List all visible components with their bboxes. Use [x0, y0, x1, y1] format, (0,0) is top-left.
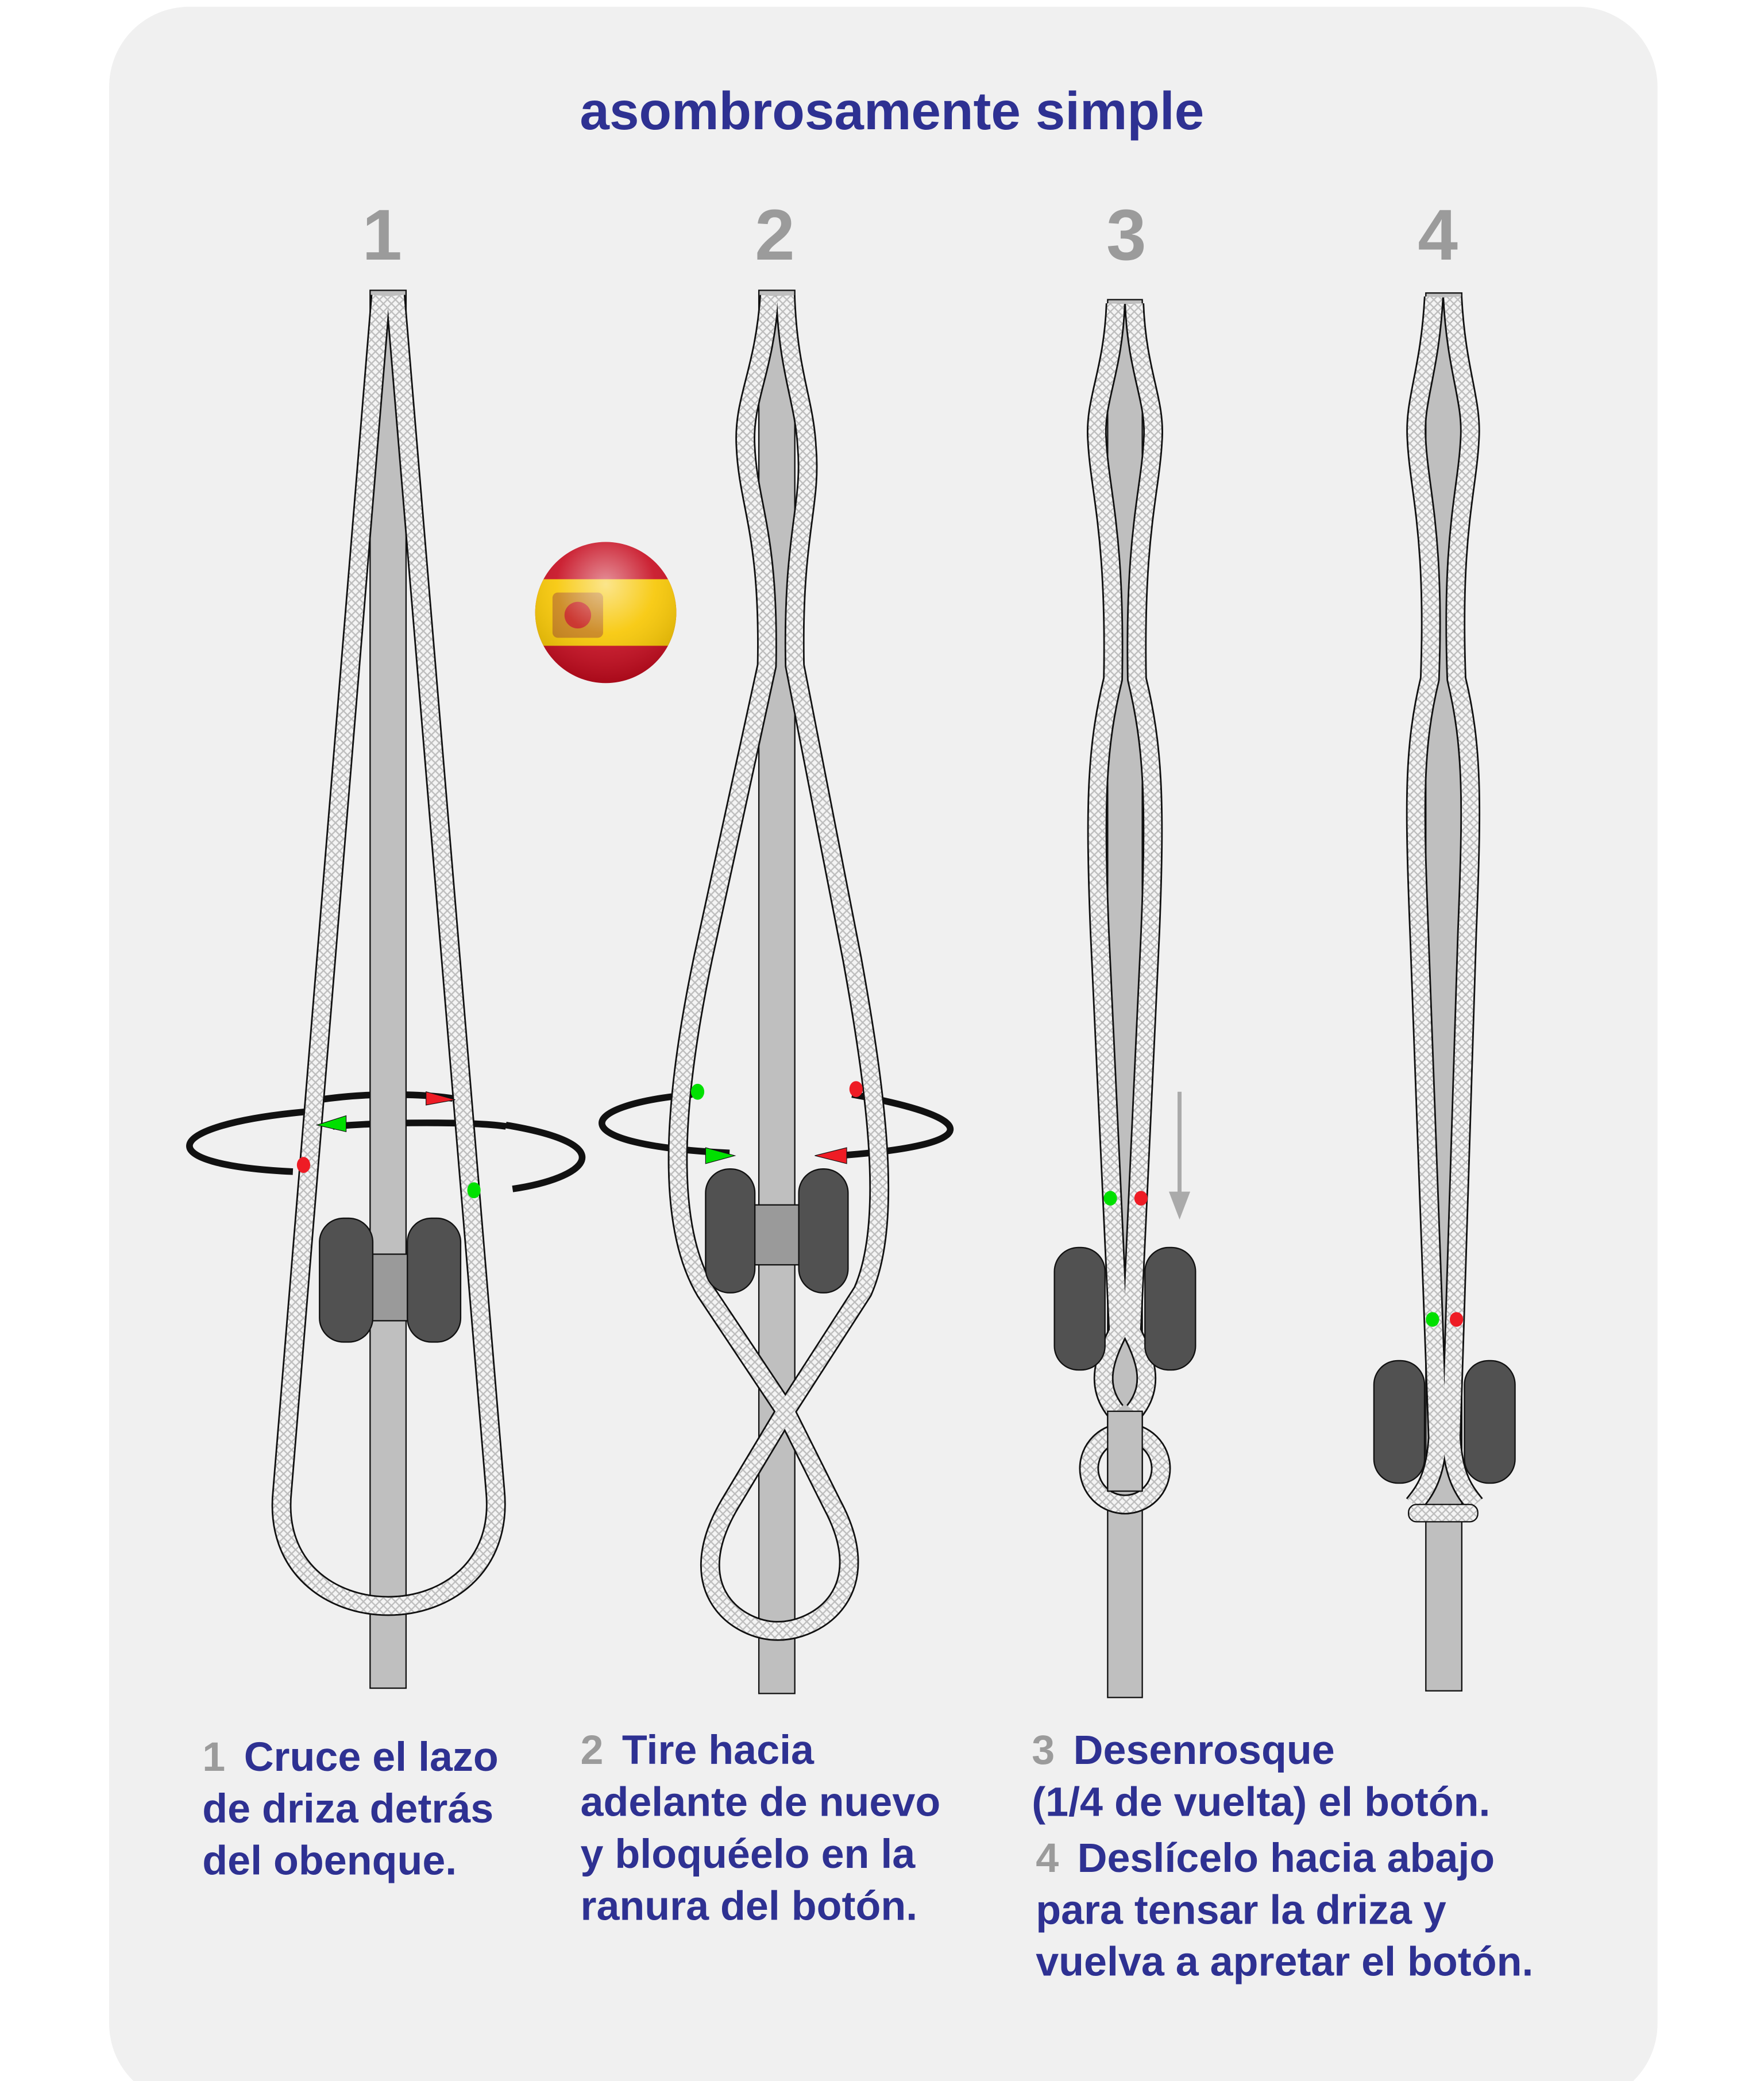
- page-title: asombrosamente simple: [580, 81, 1204, 141]
- arrow-red: [426, 1091, 456, 1106]
- svg-text:de driza detrás: de driza detrás: [202, 1786, 493, 1832]
- svg-text:adelante de nuevo: adelante de nuevo: [581, 1779, 941, 1825]
- arrow-green: [315, 1115, 347, 1132]
- diagram-step-1: [186, 289, 586, 1689]
- step-number-1: 1: [362, 195, 402, 275]
- spain-flag-icon[interactable]: [532, 539, 679, 686]
- step-number-2: 2: [755, 195, 795, 275]
- step-number-4: 4: [1418, 195, 1458, 275]
- button-lock: [319, 1217, 462, 1343]
- svg-text:para tensar la driza y: para tensar la driza y: [1036, 1887, 1446, 1933]
- svg-text:(1/4 de vuelta) el botón.: (1/4 de vuelta) el botón.: [1032, 1779, 1490, 1825]
- shroud-wire: [369, 289, 407, 1689]
- diagram-step-3: [1053, 299, 1196, 1698]
- svg-text:y bloquéelo en la: y bloquéelo en la: [581, 1831, 916, 1877]
- button-lock: [705, 1168, 849, 1294]
- diagram-step-4: [1373, 292, 1516, 1692]
- button-lock: [1373, 1360, 1516, 1484]
- diagram-step-2: [599, 289, 954, 1694]
- step-number-3: 3: [1106, 195, 1147, 275]
- svg-text:ranura del botón.: ranura del botón.: [581, 1883, 918, 1929]
- svg-text:del obenque.: del obenque.: [202, 1838, 457, 1884]
- arrow-down-icon: [1168, 1091, 1191, 1220]
- card-background: [109, 6, 1658, 2081]
- button-lock: [1053, 1246, 1196, 1371]
- svg-text:vuelva a apretar el botón.: vuelva a apretar el botón.: [1036, 1939, 1533, 1985]
